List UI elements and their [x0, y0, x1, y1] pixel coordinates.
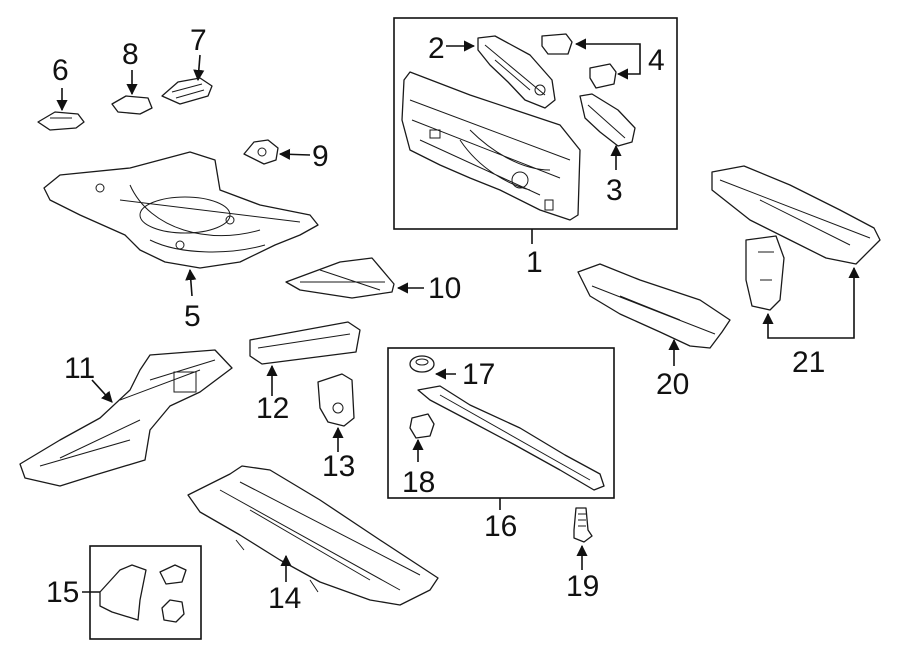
callout-18: 18 — [402, 466, 435, 499]
group-box-16 — [387, 347, 615, 499]
callout-5: 5 — [184, 300, 201, 333]
callout-16: 16 — [484, 510, 517, 543]
callout-4: 4 — [648, 44, 665, 77]
callout-20: 20 — [656, 368, 689, 401]
part-14-floor-panel[interactable] — [187, 465, 439, 606]
callout-19: 19 — [566, 570, 599, 603]
callout-10: 10 — [428, 272, 461, 305]
callout-3: 3 — [606, 174, 623, 207]
callout-7: 7 — [190, 24, 207, 57]
part-5-rear-floor-pan[interactable] — [43, 151, 319, 269]
part-4-clips[interactable] — [541, 33, 617, 89]
part-13-bracket[interactable] — [317, 373, 355, 427]
part-18-clip[interactable] — [409, 413, 435, 439]
part-19-bolt[interactable] — [573, 507, 593, 543]
part-20-crossmember[interactable] — [577, 263, 731, 349]
callout-labels: 1 2 3 4 5 6 7 8 9 10 11 12 13 14 15 16 1… — [46, 24, 825, 615]
callout-17: 17 — [462, 358, 495, 391]
callout-21: 21 — [792, 346, 825, 379]
part-1-rear-body-panel[interactable] — [401, 71, 581, 221]
part-8-bracket[interactable] — [111, 95, 153, 115]
callout-9: 9 — [312, 140, 329, 173]
callout-12: 12 — [256, 392, 289, 425]
callout-13: 13 — [322, 450, 355, 483]
callout-6: 6 — [52, 54, 69, 87]
callout-2: 2 — [428, 32, 445, 65]
part-7-bracket[interactable] — [161, 77, 213, 105]
callout-1: 1 — [526, 246, 543, 279]
callout-14: 14 — [268, 582, 301, 615]
part-12-reinforcement[interactable] — [249, 321, 361, 365]
part-2-bracket[interactable] — [477, 35, 556, 109]
part-16-strap[interactable] — [417, 385, 605, 491]
group-box-1 — [393, 17, 678, 230]
part-11-side-member[interactable] — [19, 349, 233, 487]
part-3-bracket[interactable] — [579, 93, 636, 147]
part-21-crossmember-assembly[interactable] — [711, 165, 881, 311]
part-9-bracket[interactable] — [243, 139, 279, 165]
part-15-bracket-and-fasteners[interactable] — [99, 564, 187, 623]
part-6-bracket[interactable] — [37, 111, 85, 131]
leader-lines — [56, 38, 860, 593]
part-10-panel[interactable] — [285, 257, 395, 299]
callout-15: 15 — [46, 576, 79, 609]
part-17-grommet[interactable] — [409, 355, 435, 373]
callout-11: 11 — [64, 352, 95, 385]
callout-8: 8 — [122, 38, 139, 71]
